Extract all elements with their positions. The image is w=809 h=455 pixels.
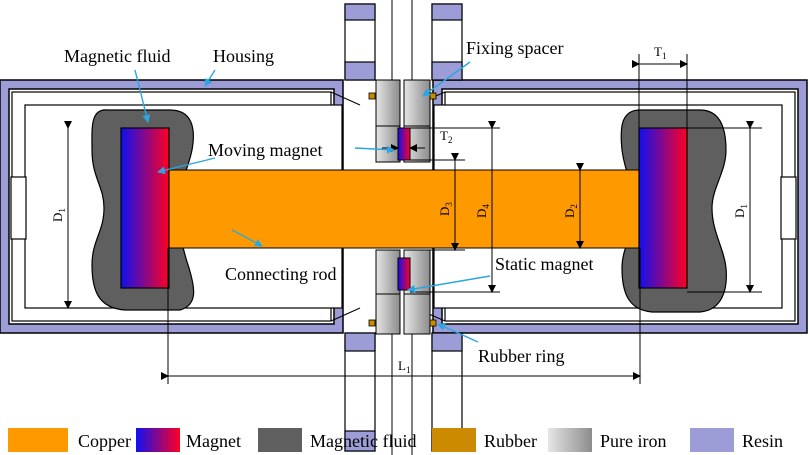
dim-t1: T1 — [654, 44, 666, 61]
dim-d1-right: D1 — [732, 204, 749, 218]
connecting-rod — [167, 169, 641, 249]
legend-label-iron: Pure iron — [600, 431, 667, 451]
rubber-ring — [368, 92, 437, 327]
legend-swatch-magnet — [136, 428, 180, 452]
legend-label-resin: Resin — [742, 431, 783, 451]
legend-label-fluid: Magnetic fluid — [310, 431, 416, 451]
magnet-right — [638, 127, 688, 289]
label-moving-magnet: Moving magnet — [208, 140, 323, 160]
housing-left — [0, 79, 344, 334]
label-connecting-rod: Connecting rod — [225, 264, 336, 284]
dim-t2: T2 — [440, 128, 452, 145]
port-right — [780, 176, 797, 240]
moving-magnet — [397, 127, 411, 161]
legend-label-rubber: Rubber — [484, 431, 537, 451]
label-magnetic-fluid: Magnetic fluid — [64, 46, 170, 66]
static-magnet — [397, 257, 411, 291]
legend-swatch-copper — [8, 428, 68, 452]
legend-swatch-rubber — [432, 428, 476, 452]
legend-swatch-fluid — [258, 428, 302, 452]
label-fixing-spacer: Fixing spacer — [466, 38, 563, 58]
port-left — [10, 176, 27, 240]
legend-label-magnet: Magnet — [186, 431, 241, 451]
magnet-left — [120, 127, 170, 289]
label-rubber-ring: Rubber ring — [478, 346, 564, 366]
label-housing: Housing — [213, 46, 274, 66]
dim-d4: D4 — [474, 204, 491, 218]
dim-l1: L1 — [398, 358, 410, 375]
legend-label-copper: Copper — [78, 431, 131, 451]
dim-d3: D3 — [437, 202, 454, 216]
leader-lines — [134, 61, 491, 343]
legend: Copper Magnet Magnetic fluid Rubber Pure… — [8, 428, 783, 452]
label-static-magnet: Static magnet — [495, 254, 593, 274]
dim-d1-left: D1 — [50, 208, 67, 222]
legend-swatch-iron — [548, 428, 592, 452]
legend-swatch-resin — [690, 428, 734, 452]
dimension-lines — [64, 54, 762, 384]
dim-d2: D2 — [562, 204, 579, 218]
